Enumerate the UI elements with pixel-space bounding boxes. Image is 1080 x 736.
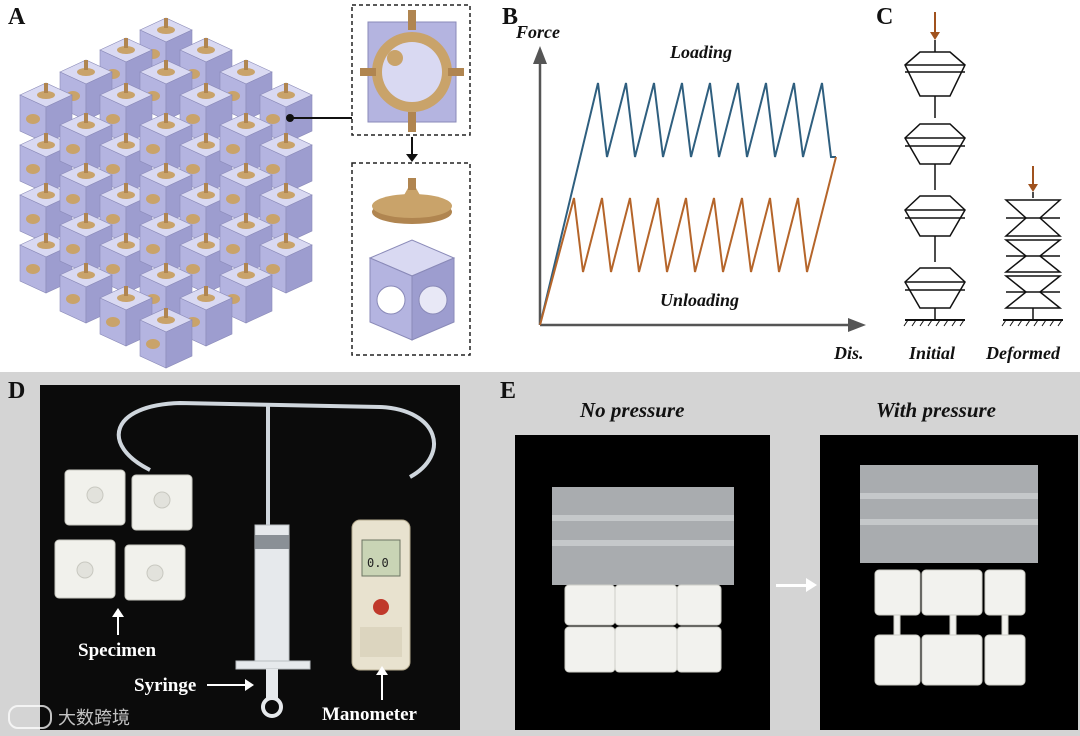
panel-b-letter: B <box>502 4 519 30</box>
panel-e-letter: E <box>500 378 517 404</box>
watermark-logo-icon <box>8 705 52 729</box>
syringe-label: Syringe <box>134 675 197 696</box>
with-pressure-photo <box>820 435 1078 730</box>
cube-frame-component <box>368 239 456 341</box>
force-displacement-plot <box>533 46 866 332</box>
components-box <box>351 162 471 356</box>
metal-plate <box>860 465 1038 563</box>
panel-a-letter: A <box>8 4 26 30</box>
displacement-axis-label: Dis. <box>834 343 864 363</box>
loading-curve <box>539 82 836 326</box>
manometer <box>351 519 411 671</box>
deformed-label: Deformed <box>986 343 1060 363</box>
cone-component <box>372 178 452 224</box>
manometer-label: Manometer <box>322 704 417 725</box>
metal-plate <box>552 487 734 585</box>
unloading-curve <box>539 156 837 326</box>
unit-cell-box <box>351 4 471 136</box>
cube-lattice <box>19 17 313 369</box>
deformation-schematic <box>903 12 1063 327</box>
transition-arrow <box>776 584 808 587</box>
manometer-display: 0.0 <box>367 556 389 570</box>
unpressurized-cubes <box>564 584 722 673</box>
initial-column <box>904 12 966 321</box>
watermark: 大数跨境 <box>8 704 130 730</box>
no-pressure-photo <box>515 435 770 730</box>
panel-d-letter: D <box>8 378 26 404</box>
with-pressure-label: With pressure <box>876 398 997 422</box>
pressurized-cubes <box>874 569 1026 686</box>
syringe-arrow <box>207 684 247 686</box>
panel-c-letter: C <box>876 4 894 30</box>
specimen-label: Specimen <box>78 640 157 661</box>
tubing <box>116 400 436 479</box>
deformed-ground-hatch <box>1001 319 1063 327</box>
initial-label: Initial <box>909 343 956 363</box>
watermark-text: 大数跨境 <box>58 708 130 729</box>
syringe <box>235 524 311 718</box>
panel-a-illustration <box>19 4 471 369</box>
experiment-setup-photo <box>40 385 460 730</box>
loading-label: Loading <box>670 42 733 62</box>
force-axis-label: Force <box>516 22 560 42</box>
unit-cell-illustration <box>360 10 464 132</box>
no-pressure-label: No pressure <box>580 398 685 422</box>
specimen <box>54 469 193 601</box>
manometer-arrow <box>381 672 383 700</box>
unloading-label: Unloading <box>660 290 740 310</box>
specimen-arrow <box>117 613 119 635</box>
deformed-column <box>1003 166 1063 321</box>
initial-ground-hatch <box>903 319 965 327</box>
